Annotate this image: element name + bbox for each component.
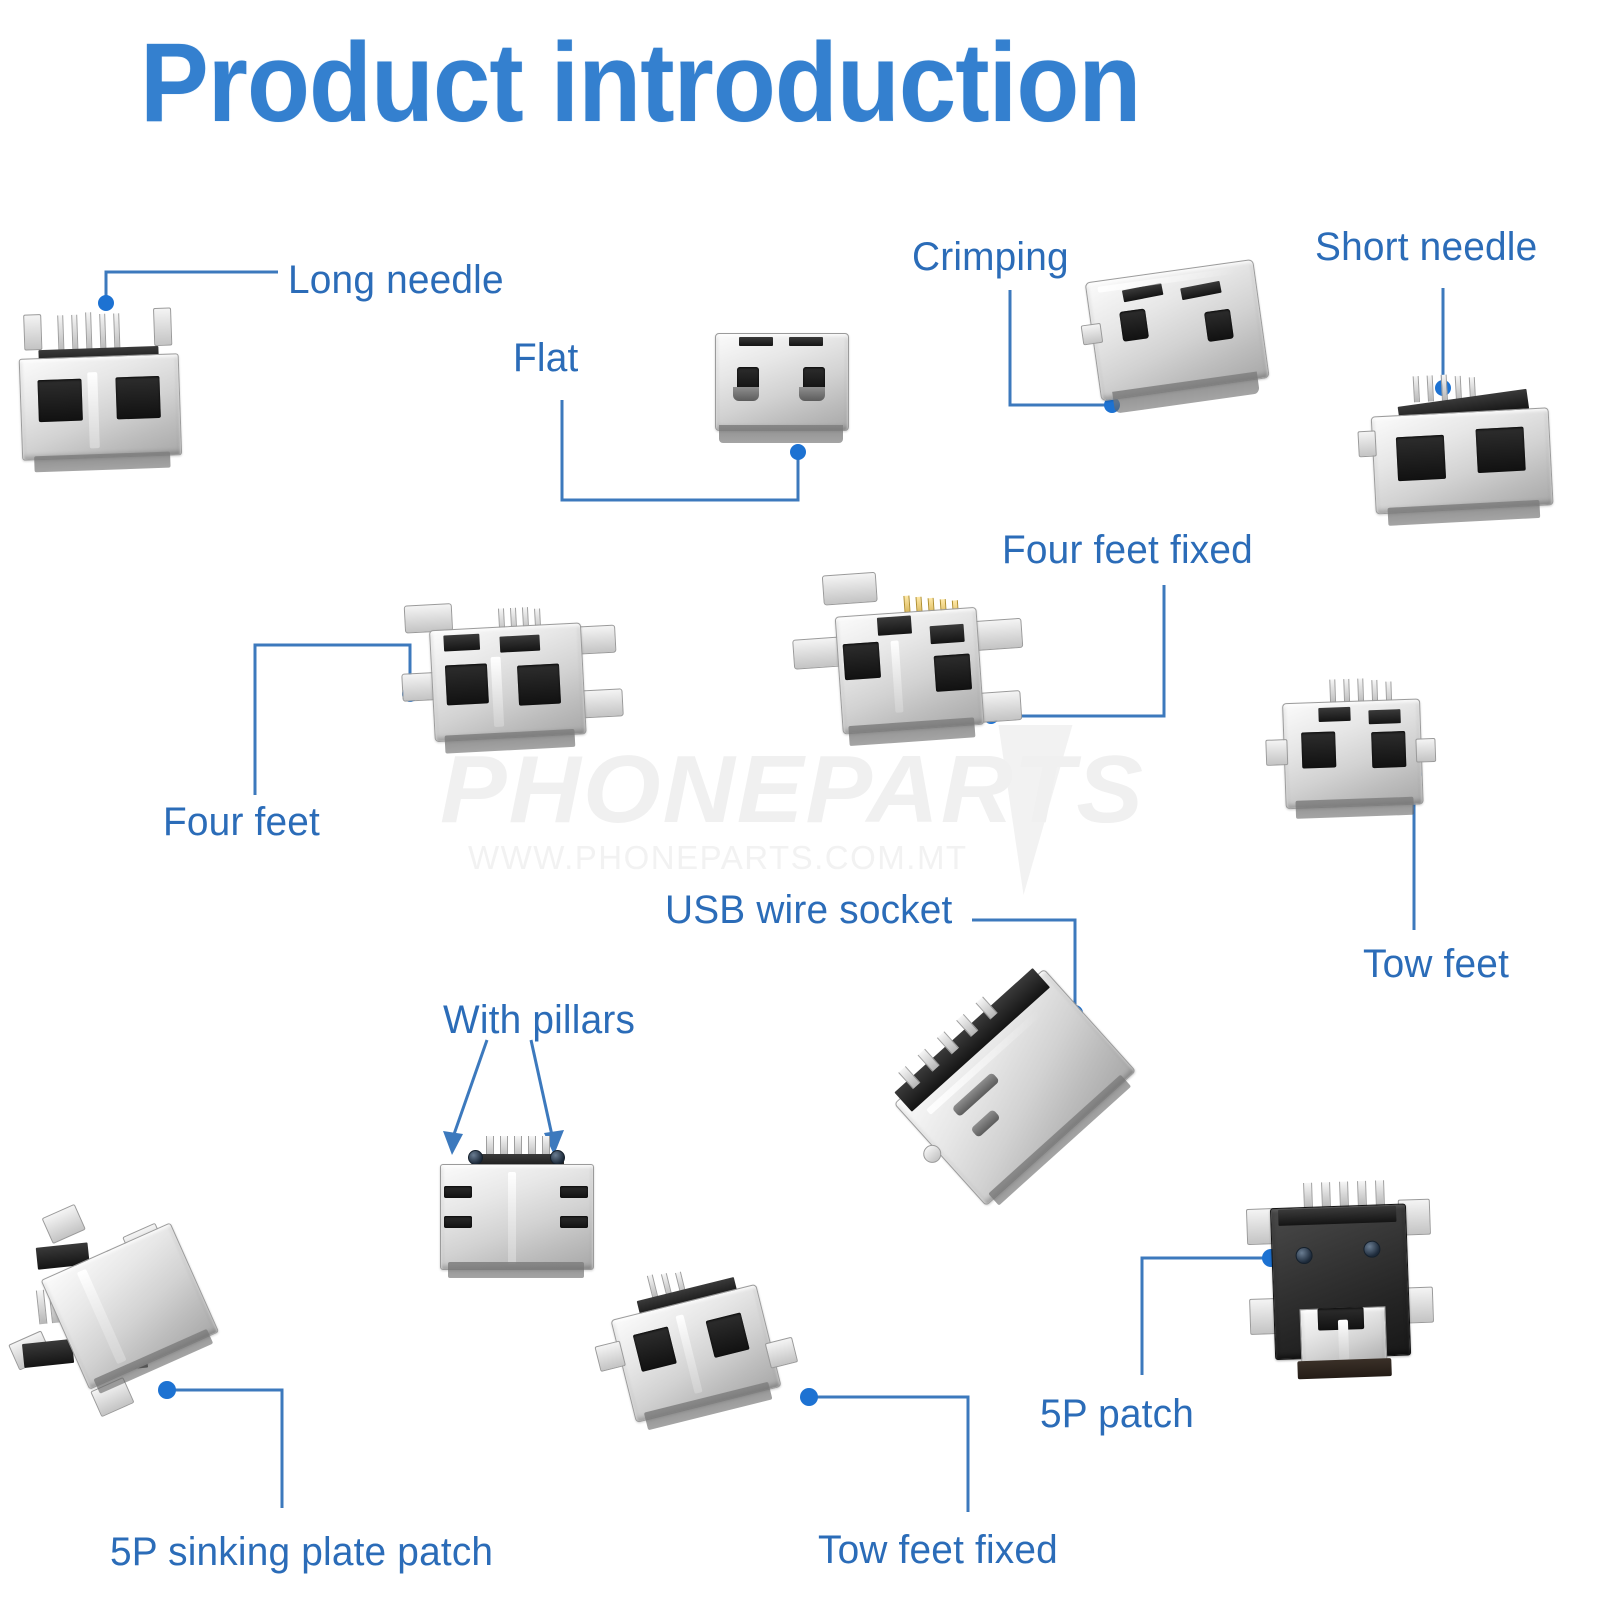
arrowhead-left-icon xyxy=(443,1131,463,1155)
5p-patch-connector xyxy=(1221,1176,1449,1414)
callout-label-tow-feet: Tow feet xyxy=(1363,942,1510,986)
anchor-dot-tow-feet-fixed xyxy=(800,1388,818,1406)
crimping-connector xyxy=(1073,248,1286,453)
anchor-dot-5p-sinking-plate xyxy=(158,1381,176,1399)
callout-label-with-pillars: With pillars xyxy=(443,998,636,1042)
callout-label-long-needle: Long needle xyxy=(288,258,504,302)
leader-tow-feet-fixed xyxy=(810,1395,970,1512)
with-pillars-connector xyxy=(428,1132,608,1292)
callout-label-usb-wire-socket: USB wire socket xyxy=(665,888,953,932)
long-needle-connector xyxy=(7,297,194,493)
pillar-left-icon xyxy=(468,1150,483,1165)
flat-connector xyxy=(715,325,855,455)
leader-four-feet-fixed xyxy=(991,585,1166,718)
leader-usb-wire-socket xyxy=(972,918,1077,1013)
leader-four-feet xyxy=(253,643,412,795)
callout-label-four-feet-fixed: Four feet fixed xyxy=(1002,528,1253,572)
callout-label-5p-patch: 5P patch xyxy=(1040,1392,1195,1436)
anchor-dot-long-needle xyxy=(98,295,114,311)
page-title: Product introduction xyxy=(140,20,1141,145)
leader-with-pillars-left xyxy=(450,1039,489,1141)
four-feet-connector xyxy=(393,584,633,786)
callout-label-5p-sinking-plate: 5P sinking plate patch xyxy=(110,1530,494,1574)
callout-label-flat: Flat xyxy=(513,336,579,380)
short-needle-connector xyxy=(1350,363,1569,554)
callout-label-crimping: Crimping xyxy=(912,235,1069,279)
leader-crimping xyxy=(1008,290,1112,407)
leader-flat xyxy=(560,400,800,502)
leader-5p-sinking-plate xyxy=(168,1388,284,1508)
leader-long-needle xyxy=(104,270,278,302)
callout-label-short-needle: Short needle xyxy=(1315,225,1538,269)
callout-label-tow-feet-fixed: Tow feet fixed xyxy=(818,1528,1058,1572)
leader-5p-patch xyxy=(1140,1256,1270,1375)
tow-feet-connector xyxy=(1255,672,1441,843)
four-feet-fixed-connector xyxy=(773,554,1036,771)
anchor-dot-flat xyxy=(790,444,806,460)
callout-label-four-feet: Four feet xyxy=(163,800,321,844)
pillar-right-icon xyxy=(550,1150,565,1165)
leader-with-pillars-right xyxy=(529,1039,555,1141)
